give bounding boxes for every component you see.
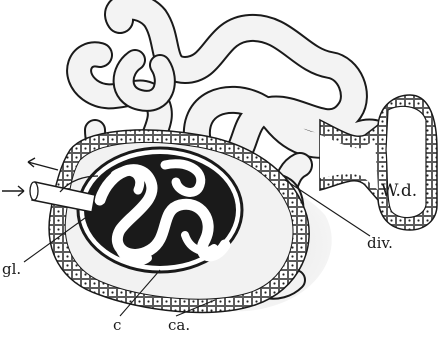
label-diverticulum: div. [367, 236, 393, 251]
label-capsule: ca. [168, 318, 190, 333]
label-wolffian-duct: W.d. [381, 183, 417, 200]
glomerulus [78, 148, 242, 272]
label-c: c [113, 318, 121, 333]
label-glomerulus: gl. [2, 262, 21, 277]
